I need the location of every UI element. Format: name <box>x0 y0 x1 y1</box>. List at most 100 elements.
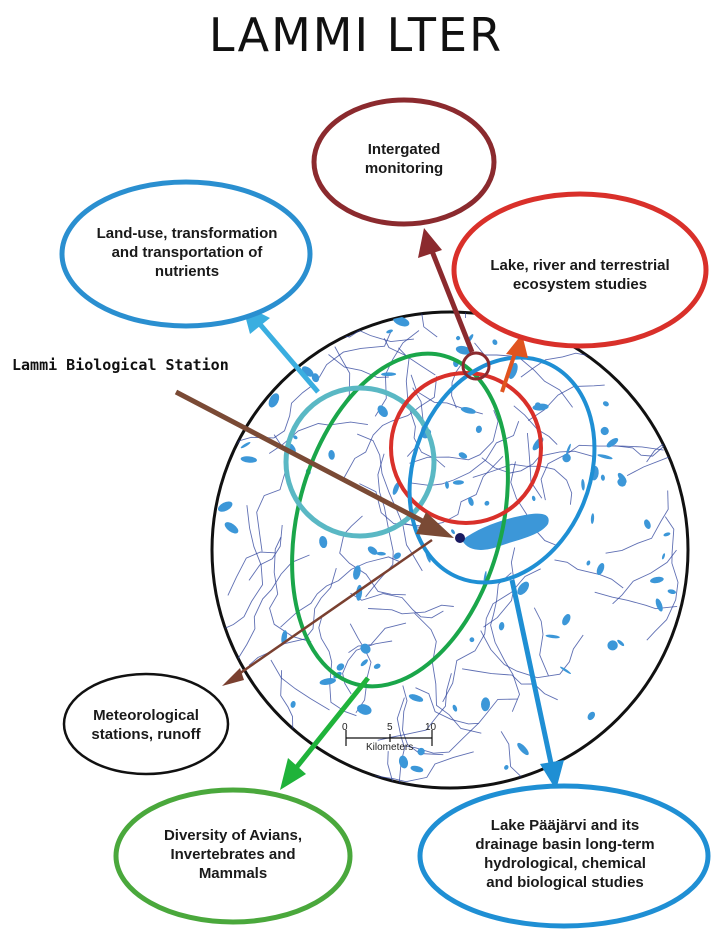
lake <box>504 764 509 770</box>
river-segment <box>398 347 446 468</box>
lake <box>328 450 335 460</box>
river-segment <box>500 731 521 788</box>
integrated-monitoring-bubble <box>311 97 497 227</box>
lake <box>484 500 490 506</box>
meteorological-arrowhead <box>222 668 244 686</box>
river-segment <box>415 687 518 725</box>
lake <box>596 563 605 575</box>
lake <box>475 425 482 433</box>
river-segment <box>339 515 406 596</box>
lake <box>217 501 233 512</box>
river-segment <box>318 615 357 717</box>
scale-tick-5: 5 <box>387 722 393 733</box>
lake <box>367 546 378 555</box>
river-segment <box>612 549 677 605</box>
lake <box>562 614 571 626</box>
lake <box>617 472 627 484</box>
meteorological-line <box>235 538 433 678</box>
paajarvi-label: Lake Pääjärvi and its drainage basin lon… <box>475 817 655 891</box>
diversity-bubble <box>113 787 353 925</box>
lake <box>545 634 560 639</box>
land-use-label: Land-use, transformation and transportat… <box>96 225 278 280</box>
lake <box>290 700 296 708</box>
lake <box>655 598 663 612</box>
lake <box>357 704 372 715</box>
river-segment <box>474 342 573 408</box>
lake <box>607 640 618 651</box>
river-segment <box>357 433 423 572</box>
scale-tick-0: 0 <box>342 722 348 733</box>
lake <box>562 453 571 463</box>
river-segment <box>280 556 399 628</box>
river-segment <box>248 524 283 581</box>
river-segment <box>348 622 407 653</box>
river-segment <box>533 607 549 676</box>
page-title: LAMMI LTER <box>208 8 504 62</box>
lake <box>398 755 409 769</box>
diversity-label: Diversity of Avians, Invertebrates and M… <box>163 827 303 882</box>
land-use-bubble <box>59 179 313 329</box>
arrows <box>174 228 564 790</box>
lake <box>480 697 491 712</box>
river-segment <box>414 612 482 734</box>
lake <box>587 711 596 721</box>
lake <box>386 329 393 334</box>
lake <box>319 535 328 549</box>
river-segment <box>227 551 275 596</box>
lake <box>667 589 677 595</box>
lake <box>353 565 361 580</box>
river-segment <box>374 330 420 417</box>
lake <box>393 316 410 327</box>
lammi-station-dot <box>455 533 465 543</box>
paajarvi-arrowhead <box>540 760 564 790</box>
scale-bar: 0 5 10 Kilometers <box>342 722 437 753</box>
river-segment <box>342 640 393 695</box>
lake <box>268 393 280 408</box>
lake <box>240 441 251 449</box>
lake-paajarvi <box>462 513 549 550</box>
river-segment <box>270 659 330 711</box>
lake <box>360 659 368 667</box>
river-segment <box>527 384 605 421</box>
river-segment <box>614 442 668 457</box>
river-segment <box>408 421 520 486</box>
river-segment <box>646 516 679 641</box>
river-segment <box>350 592 444 619</box>
river-segment <box>462 668 558 701</box>
river-segment <box>403 722 479 754</box>
integrated-monitoring-arrowhead <box>418 228 442 258</box>
river-segment <box>269 536 312 643</box>
lake <box>469 637 475 643</box>
diversity-arrow <box>294 676 370 770</box>
lake <box>408 694 424 702</box>
river-segment <box>343 376 438 479</box>
lake <box>600 426 609 436</box>
station-label: Lammi Biological Station <box>12 356 229 374</box>
river-segment <box>442 568 541 703</box>
lake <box>311 373 320 383</box>
river-segment <box>377 673 452 741</box>
lake <box>498 622 505 631</box>
river-segment <box>626 426 688 476</box>
river-segment <box>328 354 389 378</box>
lake <box>377 405 388 418</box>
lake <box>517 742 529 756</box>
land-use-area-circle <box>283 385 437 539</box>
lake <box>581 479 585 491</box>
lake <box>360 643 371 654</box>
lake-river-label: Lake, river and terrestrial ecosystem st… <box>490 257 670 293</box>
river-segment <box>327 329 414 343</box>
lake <box>586 560 591 566</box>
lake <box>535 402 541 408</box>
river-segment <box>349 623 372 713</box>
lake <box>517 581 530 595</box>
lake <box>392 482 400 495</box>
lake <box>452 704 458 712</box>
river-segment <box>540 444 664 501</box>
river-network <box>215 312 688 788</box>
lake <box>445 481 449 489</box>
lake <box>452 480 464 485</box>
meteorological-bubble <box>62 672 230 776</box>
biodiversity-area-ellipse <box>290 351 510 689</box>
